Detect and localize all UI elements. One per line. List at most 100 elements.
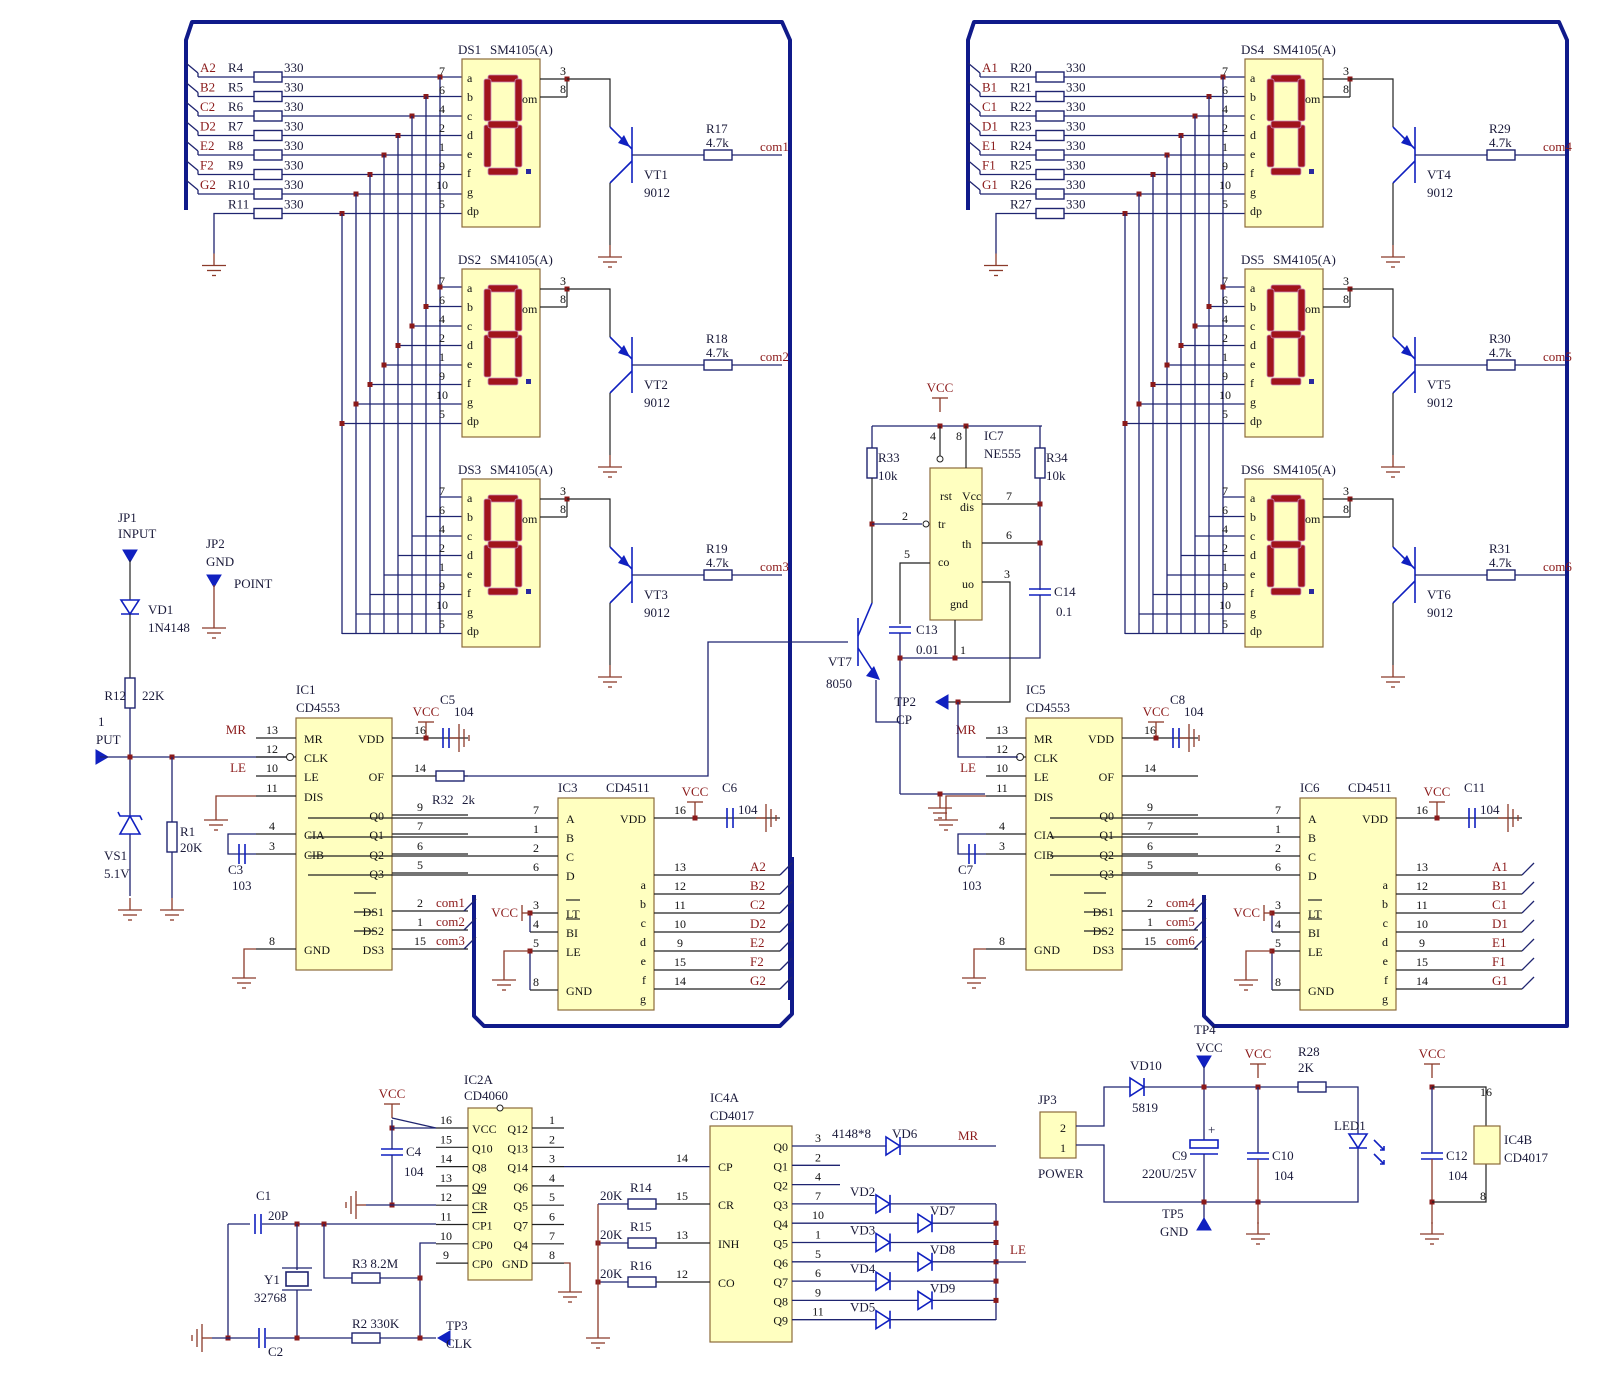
pin-number: 13 [674, 860, 686, 874]
segment-pin-number: 6 [1222, 293, 1228, 307]
resistor-ref: R11 [228, 197, 249, 212]
pin-name: INH [718, 1237, 740, 1251]
resistor-value: 330 [284, 197, 304, 212]
net-label: LE [230, 760, 246, 775]
segment-pin-number: 5 [1222, 407, 1228, 421]
bus-line [966, 20, 1569, 1000]
net-label: A1 [1492, 859, 1508, 874]
pin-name: C [566, 850, 574, 864]
segment-pin-number: 10 [436, 178, 448, 192]
r1-ref: R1 [180, 824, 195, 839]
tp4-label: VCC [1196, 1040, 1223, 1055]
bus-entry [967, 82, 981, 93]
pin-name: D [1308, 869, 1317, 883]
pin-number: 2 [549, 1132, 555, 1146]
vd1-diode-icon [119, 599, 141, 616]
pin-name: DS3 [1093, 943, 1114, 957]
segment-pin-number: 9 [439, 579, 445, 593]
net-label: A2 [200, 60, 216, 75]
segment-pin-name: dp [467, 204, 479, 218]
pin-number: 14 [674, 974, 686, 988]
resistor-ref: R6 [228, 99, 244, 114]
ground-icon [1179, 724, 1200, 752]
vs1-value: 5.1V [104, 866, 130, 881]
diode-ref: VD3 [850, 1223, 875, 1238]
emitter-arrow-icon [866, 666, 880, 680]
bus-line [184, 20, 792, 1000]
led1-ref: LED1 [1334, 1118, 1366, 1133]
com-pin-number: 3 [560, 64, 566, 78]
cap-value: 103 [962, 878, 982, 893]
vcc-label: VCC [1143, 704, 1170, 719]
pin-name: B [566, 831, 574, 845]
ic-body [295, 717, 393, 971]
tp5-ref: TP5 [1162, 1206, 1184, 1221]
segment-pin-number: 5 [439, 407, 445, 421]
ground-icon [204, 808, 228, 831]
ground-icon [118, 898, 142, 921]
pin-number: 15 [414, 934, 426, 948]
segment-pin-name: f [467, 586, 471, 600]
display-body [1244, 268, 1324, 438]
segment-pin-number: 4 [439, 522, 445, 536]
segment-resistor [253, 188, 283, 200]
vcc-symbol: VCC [413, 704, 439, 736]
vcc-symbol: VCC [1143, 704, 1170, 736]
cap-ref: C6 [722, 780, 738, 795]
segment-pin-name: b [467, 300, 473, 314]
pin-number: 4 [269, 819, 275, 833]
diode-triangle [875, 1232, 892, 1253]
ic-notch [496, 1104, 504, 1112]
base-resistor [703, 359, 733, 371]
pin-number: 15 [674, 955, 686, 969]
vcc-symbol: VCC [682, 784, 708, 816]
net-label: D2 [750, 916, 766, 931]
pin-name: d [640, 935, 646, 949]
pin-name: co [938, 555, 949, 569]
pin-number: 4 [815, 1170, 821, 1184]
segment-pin-number: 4 [439, 312, 445, 326]
junction-dot [294, 1335, 300, 1341]
segment-f [483, 78, 492, 122]
ground-icon [756, 804, 777, 832]
segment-e [483, 544, 492, 588]
pin-name: Q4 [513, 1238, 528, 1252]
junction-dot [353, 401, 359, 407]
pin-number: 8 [1275, 975, 1281, 989]
segment-pin-name: dp [1250, 414, 1262, 428]
net-label: G2 [200, 177, 216, 192]
pin-name: Vcc [962, 489, 981, 503]
wire [900, 595, 1041, 659]
pin-number: 5 [1275, 936, 1281, 950]
pin-name: uo [962, 577, 974, 591]
segment-pin-name: g [467, 395, 473, 409]
pin-number: 14 [440, 1152, 452, 1166]
com-pin-number: 8 [1343, 502, 1349, 516]
com-net-label: com6 [1543, 559, 1572, 574]
segment-pin-name: f [467, 166, 471, 180]
diode-ref: VD2 [850, 1184, 875, 1199]
junction-dot [381, 362, 387, 368]
resistor-value: 330 [1066, 197, 1086, 212]
segment-c [1297, 124, 1306, 168]
segment-d [1270, 377, 1302, 386]
ic-part: NE555 [984, 446, 1021, 461]
c9-value: 220U/25V [1142, 1166, 1198, 1181]
net-label: A2 [750, 859, 766, 874]
pin-name: B [1308, 831, 1316, 845]
vd3-diode-icon [875, 1232, 892, 1253]
seven-segment-digit [483, 284, 531, 386]
pin-number: 13 [266, 723, 278, 737]
pin-name: Q5 [513, 1199, 528, 1213]
pnp-transistor-icon [609, 546, 633, 604]
pin-name: A [1308, 812, 1317, 826]
bus-entry [779, 919, 793, 933]
display-ref: DS6 [1241, 462, 1265, 477]
net-label: MR [956, 722, 977, 737]
wire [957, 702, 1018, 758]
bus-entry [1193, 917, 1207, 931]
bus-entry [1193, 936, 1207, 950]
mr-net-label: MR [958, 1128, 979, 1143]
junction-dot [423, 735, 429, 741]
pin-number: 16 [1480, 1085, 1492, 1099]
